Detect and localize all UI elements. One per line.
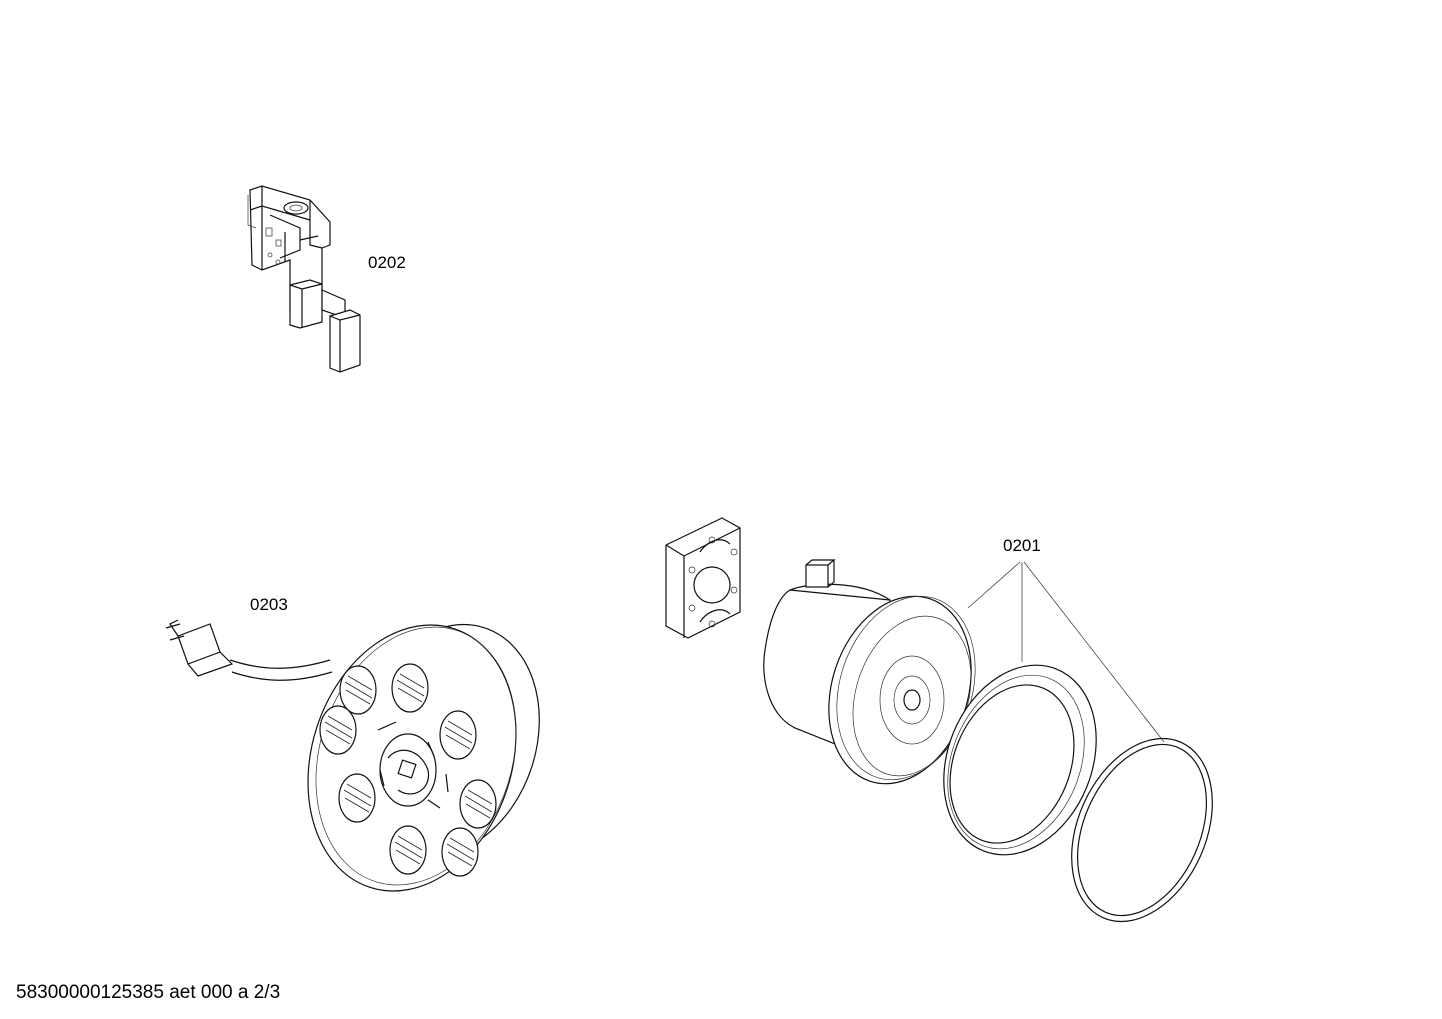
motor-mount-plate-drawing[interactable] [665, 517, 741, 639]
reel-hole [441, 827, 479, 877]
part-label-0201: 0201 [1003, 536, 1041, 555]
part-label-0203: 0203 [250, 595, 288, 614]
motor-gasket-ring-drawing[interactable] [1044, 716, 1239, 943]
motor-drawing[interactable] [763, 559, 998, 802]
reel-hole [439, 710, 477, 760]
reel-hole [319, 705, 357, 755]
reel-hole [459, 779, 497, 829]
document-reference: 58300000125385 aet 000 a 2/3 [16, 982, 280, 1003]
motor-seal-ring-drawing[interactable] [917, 642, 1124, 878]
reel-hole [338, 773, 376, 823]
leader-lines-0201 [967, 561, 1165, 743]
part-label-0202: 0202 [368, 253, 406, 272]
reel-hole [389, 825, 427, 875]
cable-reel-drawing[interactable] [165, 598, 568, 918]
reel-hole [339, 665, 377, 715]
switch-assembly-drawing[interactable] [247, 185, 361, 373]
reel-hole [391, 663, 429, 713]
